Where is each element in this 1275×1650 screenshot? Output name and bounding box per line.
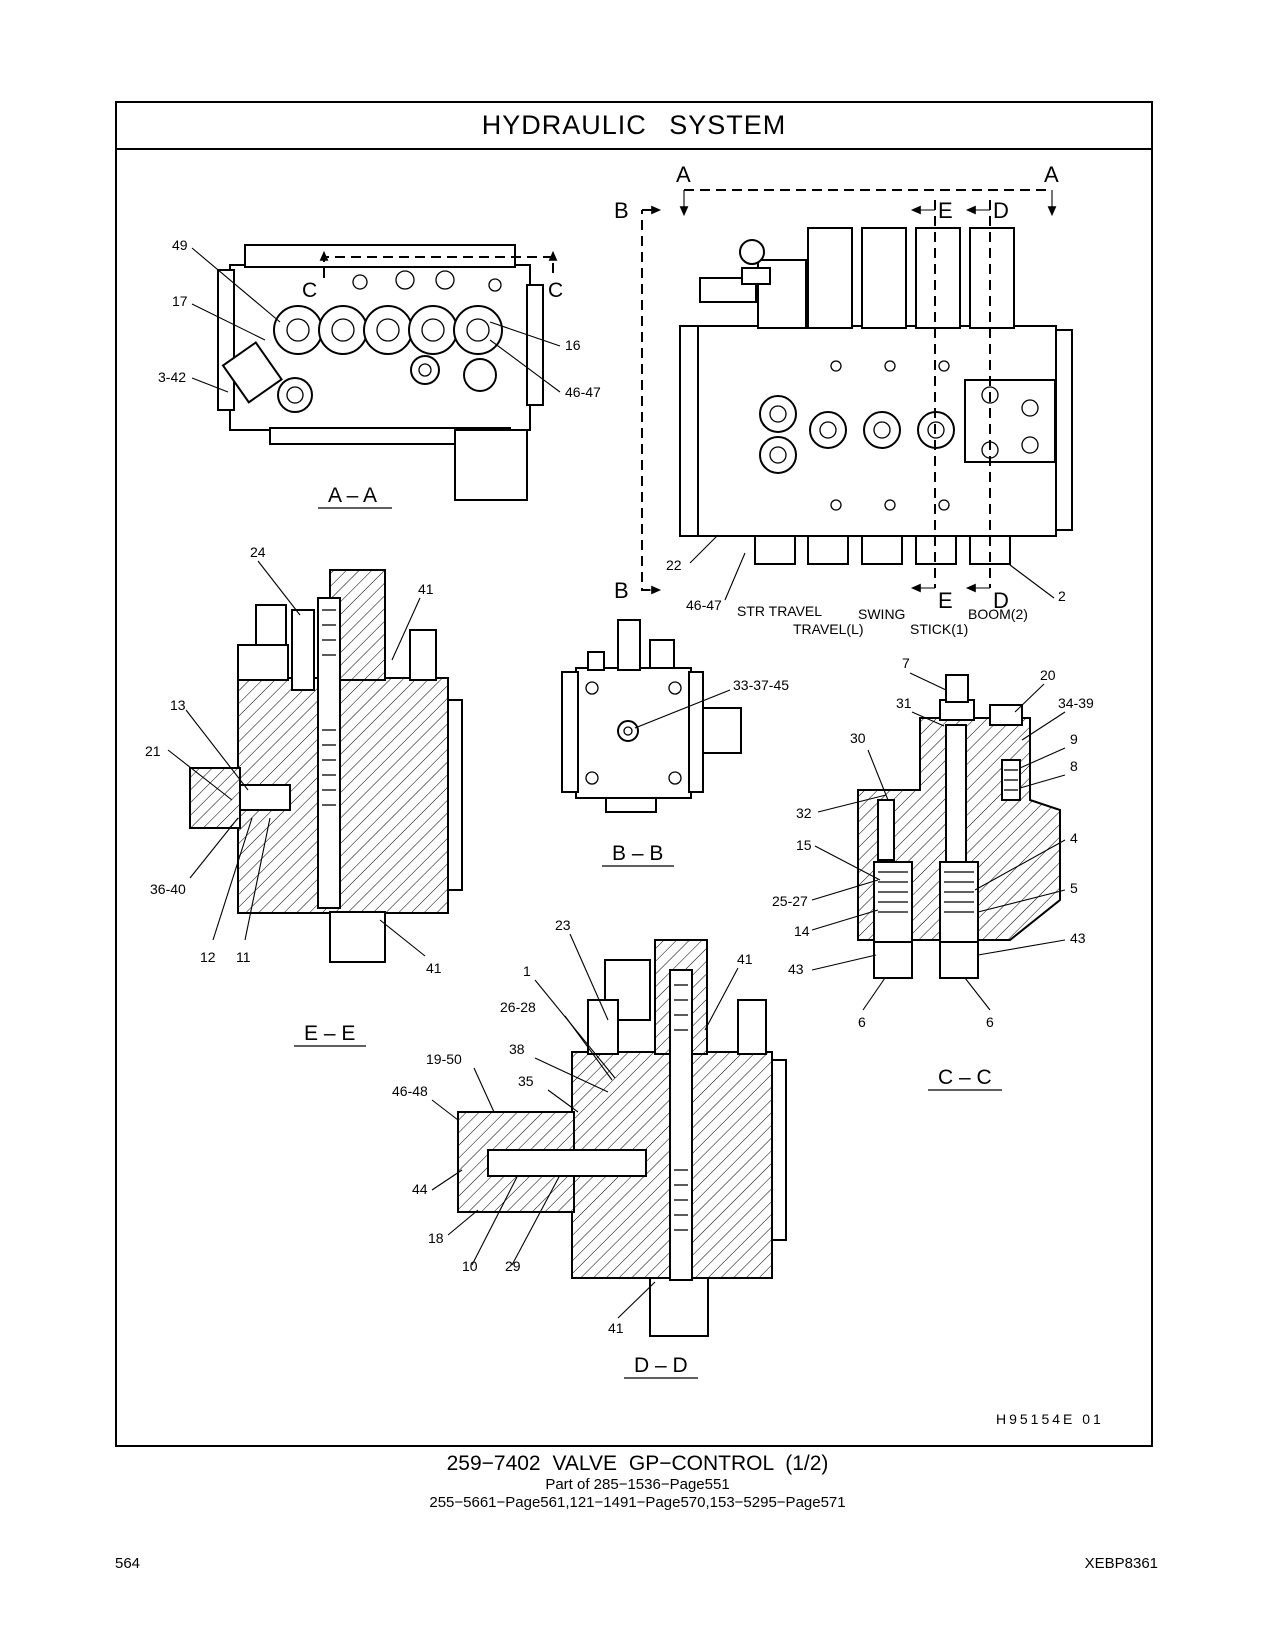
view-d-d: 23 41 1 26-28 38 19-50 35 46-48 44 18 10… — [392, 917, 787, 1379]
section-mark-e: E — [938, 588, 953, 613]
callout: 46-47 — [565, 384, 601, 400]
callout: 3-42 — [158, 369, 186, 385]
spool-label: STICK(1) — [910, 621, 968, 637]
page-number: 564 — [115, 1555, 141, 1572]
caption-title: 259−7402 VALVE GP−CONTROL (1/2) — [446, 1452, 829, 1475]
callout: 6 — [858, 1014, 866, 1030]
view-b-b: 33-37-45 B – B — [561, 619, 789, 867]
callout: 1 — [523, 963, 531, 979]
callout: 21 — [145, 743, 161, 759]
document-code: XEBP8361 — [1084, 1555, 1158, 1572]
callout: 4 — [1070, 830, 1078, 846]
view-label-e-e: E – E — [304, 1022, 355, 1045]
view-label-c-c: C – C — [938, 1066, 992, 1089]
callout: 23 — [555, 917, 571, 933]
page-title: HYDRAULIC SYSTEM — [117, 103, 1151, 150]
section-mark-d: D — [993, 198, 1009, 223]
callout: 14 — [794, 923, 810, 939]
callout: 2 — [1058, 588, 1066, 604]
callout: 24 — [250, 544, 266, 560]
callout: 46-47 — [686, 597, 722, 613]
callout: 41 — [737, 951, 753, 967]
callout: 49 — [172, 237, 188, 253]
section-mark-b: B — [614, 198, 629, 223]
callout: 25-27 — [772, 893, 808, 909]
callout: 7 — [902, 655, 910, 671]
section-mark-b: B — [614, 578, 629, 603]
spool-label: BOOM(2) — [968, 606, 1028, 622]
cut-label-c: C — [548, 279, 563, 302]
section-mark-a: A — [1044, 162, 1059, 187]
callout: 33-37-45 — [733, 677, 789, 693]
callout: 34-39 — [1058, 695, 1094, 711]
callout: 11 — [236, 949, 251, 965]
view-label-b-b: B – B — [612, 842, 663, 865]
cut-label-c: C — [302, 279, 317, 302]
section-mark-a: A — [676, 162, 691, 187]
callout: 19-50 — [426, 1051, 462, 1067]
callout: 41 — [418, 581, 434, 597]
callout: 16 — [565, 337, 581, 353]
callout: 43 — [1070, 930, 1086, 946]
callout: 20 — [1040, 667, 1056, 683]
caption: 259−7402 VALVE GP−CONTROL (1/2) Part of … — [0, 1452, 1275, 1512]
callout: 43 — [788, 961, 804, 977]
callout: 13 — [170, 697, 186, 713]
view-top: A A B B E D E D 22 46-47 2 STR TRAVEL TR… — [614, 162, 1073, 637]
view-a-a: C C 49 17 3-42 16 46-47 A – A — [158, 237, 601, 509]
drawing-frame: HYDRAULIC SYSTEM — [115, 101, 1153, 1447]
section-mark-d: D — [993, 588, 1009, 613]
callout: 46-48 — [392, 1083, 428, 1099]
view-label-a-a: A – A — [328, 484, 377, 507]
callout: 6 — [986, 1014, 994, 1030]
callout: 32 — [796, 805, 812, 821]
callout: 29 — [505, 1258, 521, 1274]
callout: 41 — [608, 1320, 624, 1336]
view-c-c: 7 20 31 34-39 30 9 8 32 4 15 5 25-27 14 … — [772, 655, 1094, 1091]
callout: 22 — [666, 557, 682, 573]
spool-label: TRAVEL(L) — [793, 621, 864, 637]
callout: 15 — [796, 837, 812, 853]
callout: 17 — [172, 293, 188, 309]
view-label-d-d: D – D — [634, 1354, 688, 1377]
callout: 44 — [412, 1181, 428, 1197]
callout: 30 — [850, 730, 866, 746]
callout: 35 — [518, 1073, 534, 1089]
callout: 5 — [1070, 880, 1078, 896]
spool-label: SWING — [858, 606, 905, 622]
callout: 26-28 — [500, 999, 536, 1015]
view-e-e: 24 41 13 21 36-40 12 11 41 E – E — [145, 544, 463, 1047]
drawing-id: H95154E 01 — [996, 1411, 1104, 1427]
callout: 8 — [1070, 758, 1078, 774]
callout: 9 — [1070, 731, 1078, 747]
caption-line: 255−5661−Page561,121−1491−Page570,153−52… — [429, 1494, 846, 1511]
spool-label: STR TRAVEL — [737, 603, 822, 619]
callout: 41 — [426, 960, 442, 976]
section-mark-e: E — [938, 198, 953, 223]
callout: 38 — [509, 1041, 525, 1057]
callout: 12 — [200, 949, 216, 965]
callout: 31 — [896, 695, 912, 711]
caption-line: Part of 285−1536−Page551 — [545, 1476, 730, 1493]
callout: 36-40 — [150, 881, 186, 897]
callout: 10 — [462, 1258, 478, 1274]
callout: 18 — [428, 1230, 444, 1246]
